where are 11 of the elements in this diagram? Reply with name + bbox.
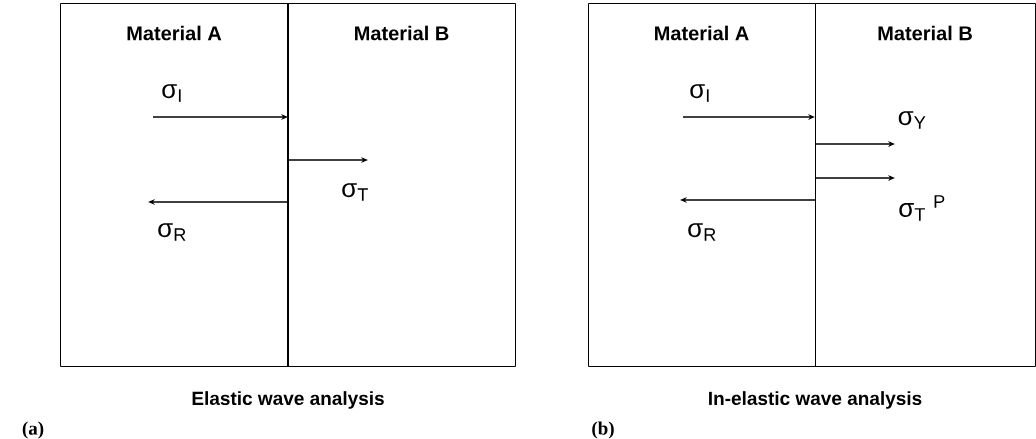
edge-label: σ$_{Y}$ (896, 110, 928, 130)
panel-label: (a) (22, 421, 44, 439)
edge-label: σ$_{T}$ P (897, 194, 947, 222)
caption: Elastic wave analysis (192, 391, 384, 409)
edge-label: σ$_{R}$ (686, 222, 718, 242)
edge-label: σ$_{T}$ (340, 182, 370, 202)
edge-label: σ$_{R}$ (156, 222, 188, 242)
panel-label: (b) (592, 421, 614, 439)
caption: In-elastic wave analysis (709, 391, 922, 409)
edge-label: σ$_{I}$ (688, 83, 712, 103)
edge-label: σ$_{I}$ (160, 83, 184, 103)
